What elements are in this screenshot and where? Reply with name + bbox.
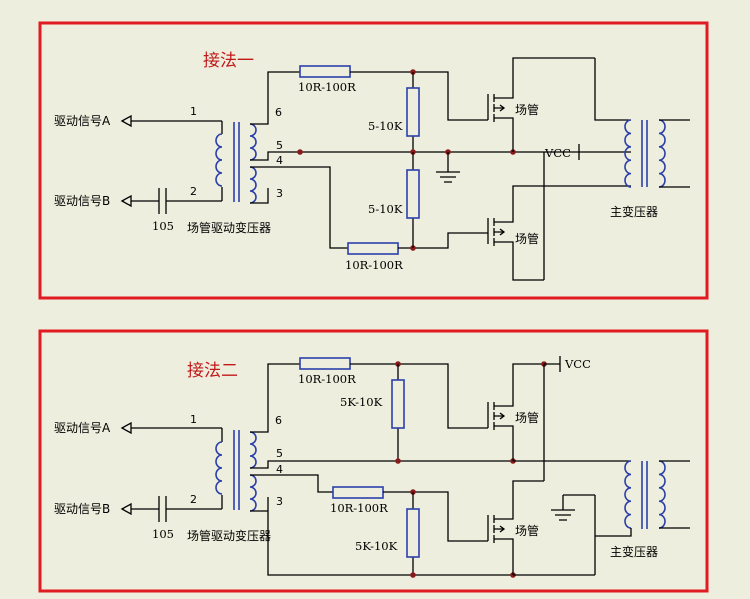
main-transformer-secondary <box>658 460 666 529</box>
pulldown-resistor-bottom-label: 5K-10K <box>355 539 398 553</box>
mosfet-top-label: 场管 <box>515 102 539 117</box>
drive-transformer-secondary-bottom <box>249 474 257 512</box>
coupling-capacitor <box>158 188 167 214</box>
drive-transformer-primary <box>215 133 223 187</box>
mosfet-bottom-label: 场管 <box>515 523 539 538</box>
ground-icon <box>436 152 460 183</box>
pin-4-label: 4 <box>276 154 283 167</box>
mosfet-top <box>487 57 595 152</box>
pin-2-label: 2 <box>190 185 197 198</box>
mosfet-top-label: 场管 <box>515 410 539 425</box>
pin-4-label: 4 <box>276 463 283 476</box>
pin-1-label: 1 <box>190 413 197 426</box>
input-a-label: 驱动信号A <box>54 114 111 128</box>
drive-transformer-secondary-bottom <box>249 166 257 204</box>
pulldown-resistor-top-label: 5K-10K <box>340 395 383 409</box>
mosfet-top <box>487 363 544 461</box>
drive-transformer-label: 场管驱动变压器 <box>187 528 271 543</box>
input-a-arrow <box>120 421 132 435</box>
gate-resistor-top <box>299 357 351 370</box>
capacitor-label: 105 <box>152 219 174 233</box>
coupling-capacitor <box>158 496 167 522</box>
pulldown-resistor-top-label: 5-10K <box>368 119 403 133</box>
pin-1-label: 1 <box>190 105 197 118</box>
input-a-arrow <box>120 114 132 128</box>
input-b-arrow <box>120 194 132 208</box>
pulldown-resistor-bottom-label: 5-10K <box>368 202 403 216</box>
mosfet-bottom-label: 场管 <box>515 231 539 246</box>
pin-3-label: 3 <box>276 187 283 200</box>
gate-resistor-top <box>299 65 351 78</box>
vcc-label: VCC <box>564 357 591 371</box>
drive-transformer-primary <box>215 441 223 495</box>
pin-6-label: 6 <box>275 414 282 427</box>
gate-resistor-bottom-label: 10R-100R <box>345 258 403 272</box>
pulldown-resistor-top <box>391 379 405 429</box>
vcc-label: VCC <box>544 146 571 160</box>
gate-resistor-top-label: 10R-100R <box>298 372 356 386</box>
panel-2-border <box>38 329 709 593</box>
pin-3-label: 3 <box>276 495 283 508</box>
drive-transformer-secondary-top <box>249 431 257 469</box>
capacitor-label: 105 <box>152 527 174 541</box>
main-transformer-primary <box>624 460 632 529</box>
main-transformer-primary <box>624 119 632 188</box>
pin-2-label: 2 <box>190 493 197 506</box>
main-transformer-label: 主变压器 <box>610 204 658 219</box>
panel-2-title: 接法二 <box>187 361 238 381</box>
ground-icon <box>551 494 595 521</box>
mosfet-bottom <box>487 152 545 281</box>
panel-connection-2: 接法二 驱动信号A 1 驱动信号B 105 2 场管驱动变压器 6 10R-10… <box>38 329 709 593</box>
pulldown-resistor-bottom <box>406 169 420 219</box>
gate-resistor-bottom <box>347 242 399 255</box>
gate-resistor-top-label: 10R-100R <box>298 80 356 94</box>
pin-6-label: 6 <box>275 106 282 119</box>
input-a-label: 驱动信号A <box>54 421 111 435</box>
pulldown-resistor-bottom <box>406 508 420 558</box>
mosfet-bottom <box>487 480 544 575</box>
gate-resistor-bottom-label: 10R-100R <box>330 501 388 515</box>
input-b-arrow <box>120 502 132 516</box>
pin-5-label: 5 <box>276 139 283 152</box>
panel-connection-1: 接法一 驱动信号A 1 驱动信号B 105 2 场管驱动变压器 6 10R-10… <box>38 21 709 300</box>
panel-1-border <box>38 21 709 300</box>
drive-transformer-label: 场管驱动变压器 <box>187 220 271 235</box>
input-b-label: 驱动信号B <box>54 194 110 208</box>
drive-transformer-secondary-top <box>249 123 257 161</box>
panel-1-title: 接法一 <box>203 51 254 71</box>
main-transformer-secondary <box>658 119 666 188</box>
pin-5-label: 5 <box>276 447 283 460</box>
input-b-label: 驱动信号B <box>54 502 110 516</box>
pulldown-resistor-top <box>406 87 420 137</box>
main-transformer-label: 主变压器 <box>610 544 658 559</box>
gate-resistor-bottom <box>332 486 384 499</box>
